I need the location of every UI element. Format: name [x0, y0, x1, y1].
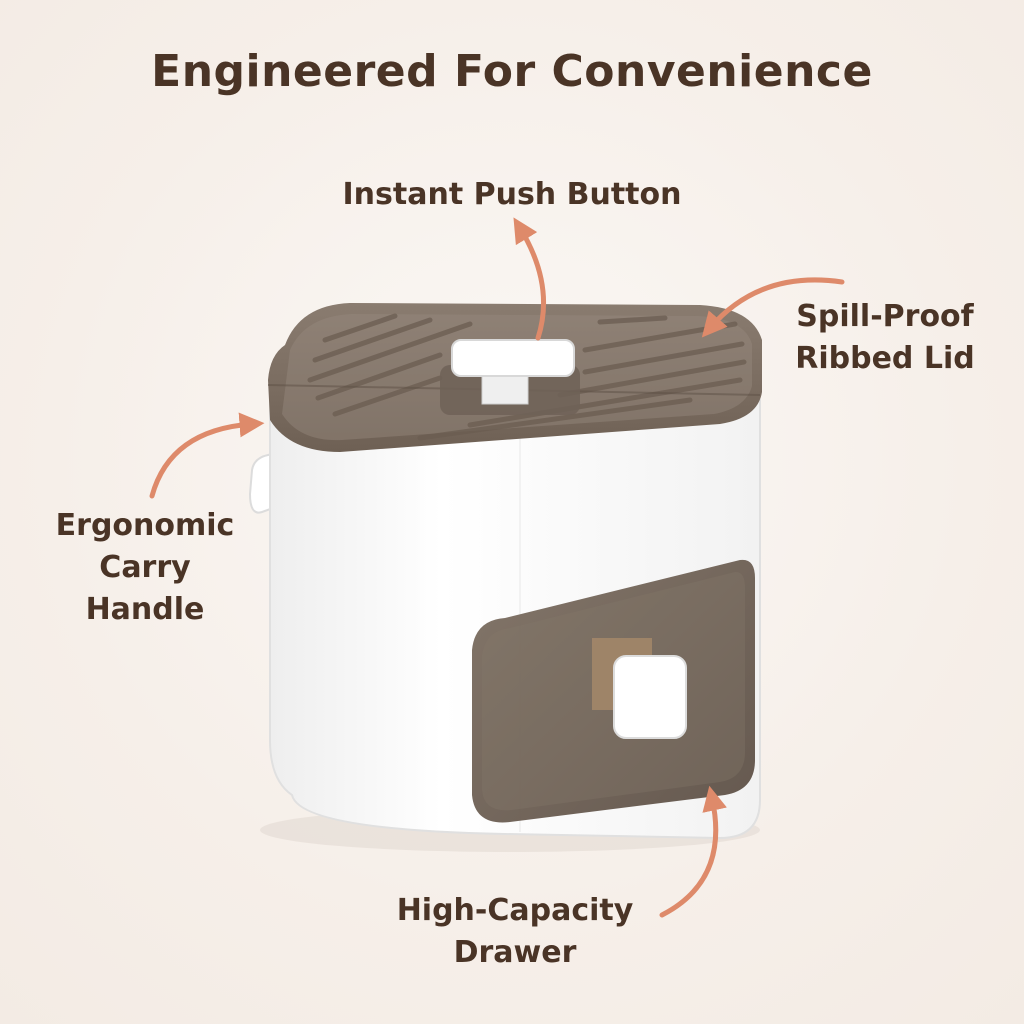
drawer-knob	[613, 655, 687, 739]
arrow-push-icon	[513, 217, 546, 341]
page-title: Engineered For Convenience	[151, 46, 873, 97]
label-push-button: Instant Push Button	[342, 177, 682, 212]
label-line: Ribbed Lid	[795, 341, 975, 376]
arrow-handle-icon	[149, 412, 265, 499]
label-ribbed-lid: Spill-Proof Ribbed Lid	[780, 296, 990, 380]
label-line: High-Capacity	[396, 893, 634, 928]
label-carry-handle: Ergonomic Carry Handle	[30, 505, 260, 631]
drawer	[472, 559, 755, 823]
arrow-lid-icon	[701, 277, 845, 338]
label-line: Spill-Proof	[796, 299, 974, 334]
label-line: Drawer	[453, 935, 577, 970]
push-button	[440, 339, 580, 415]
label-line: Handle	[85, 592, 205, 627]
label-line: Carry	[99, 550, 191, 585]
arrow-drawer-icon	[659, 785, 727, 918]
label-line: Ergonomic	[55, 508, 235, 543]
label-drawer: High-Capacity Drawer	[370, 890, 660, 974]
